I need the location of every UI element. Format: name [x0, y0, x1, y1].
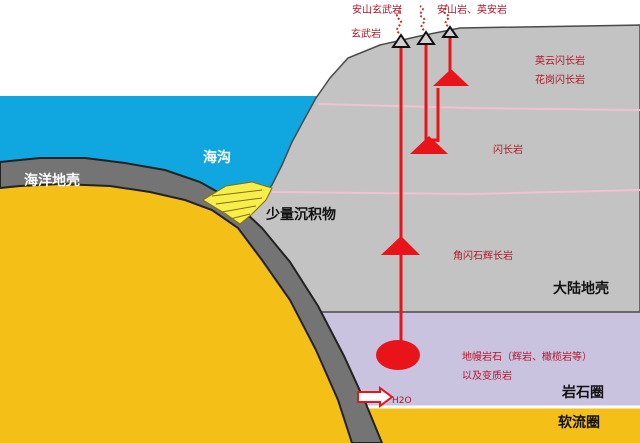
label-tonalite: 英云闪长岩 — [535, 56, 585, 67]
magma-chamber — [376, 340, 420, 370]
label-basalt: 玄武岩 — [351, 29, 381, 40]
label-mantle-rock: 地幔岩石（辉岩、橄榄岩等） — [462, 352, 592, 363]
continental-crust — [238, 24, 640, 313]
eruption-plume-middle — [419, 5, 426, 31]
crust-layer-line-upper — [317, 103, 640, 111]
label-metamorphic-rock: 以及变质岩 — [462, 371, 512, 382]
volcano-andesite-dacite — [441, 25, 459, 38]
label-hornblende-gabbro: 角闪石辉长岩 — [453, 251, 513, 262]
sediment-layer-lines — [211, 189, 263, 220]
pluton-triangle-upper — [433, 69, 469, 86]
pluton-triangle-lower — [381, 236, 420, 255]
label-water: H2O — [392, 396, 412, 406]
sediment-wedge — [202, 181, 273, 225]
crust-layer-line-lower — [271, 189, 640, 196]
volcano-andesite-basalt — [416, 30, 436, 45]
water-release-arrow — [357, 386, 394, 408]
label-oceanic-crust: 海洋地壳 — [24, 173, 80, 189]
eruption-plume-left — [395, 6, 402, 34]
label-granodiorite: 花岗闪长岩 — [535, 75, 585, 86]
pluton-triangle-middle — [410, 136, 448, 154]
label-continental-crust: 大陆地壳 — [553, 281, 609, 297]
eruption-plume-right — [443, 3, 450, 27]
label-andesite-dacite: 安山岩、英安岩 — [437, 5, 507, 16]
asthenosphere-wedge — [0, 184, 352, 443]
magma-conduits — [399, 36, 452, 344]
label-sediment: 少量沉积物 — [266, 207, 336, 223]
label-andesite-basalt: 安山玄武岩 — [352, 5, 402, 16]
subducting-oceanic-plate — [0, 157, 384, 443]
label-diorite: 闪长岩 — [493, 145, 523, 156]
label-trench: 海沟 — [203, 150, 231, 166]
label-lithosphere: 岩石圈 — [562, 385, 604, 401]
label-asthenosphere: 软流圈 — [558, 415, 600, 431]
volcano-basalt — [391, 33, 411, 48]
